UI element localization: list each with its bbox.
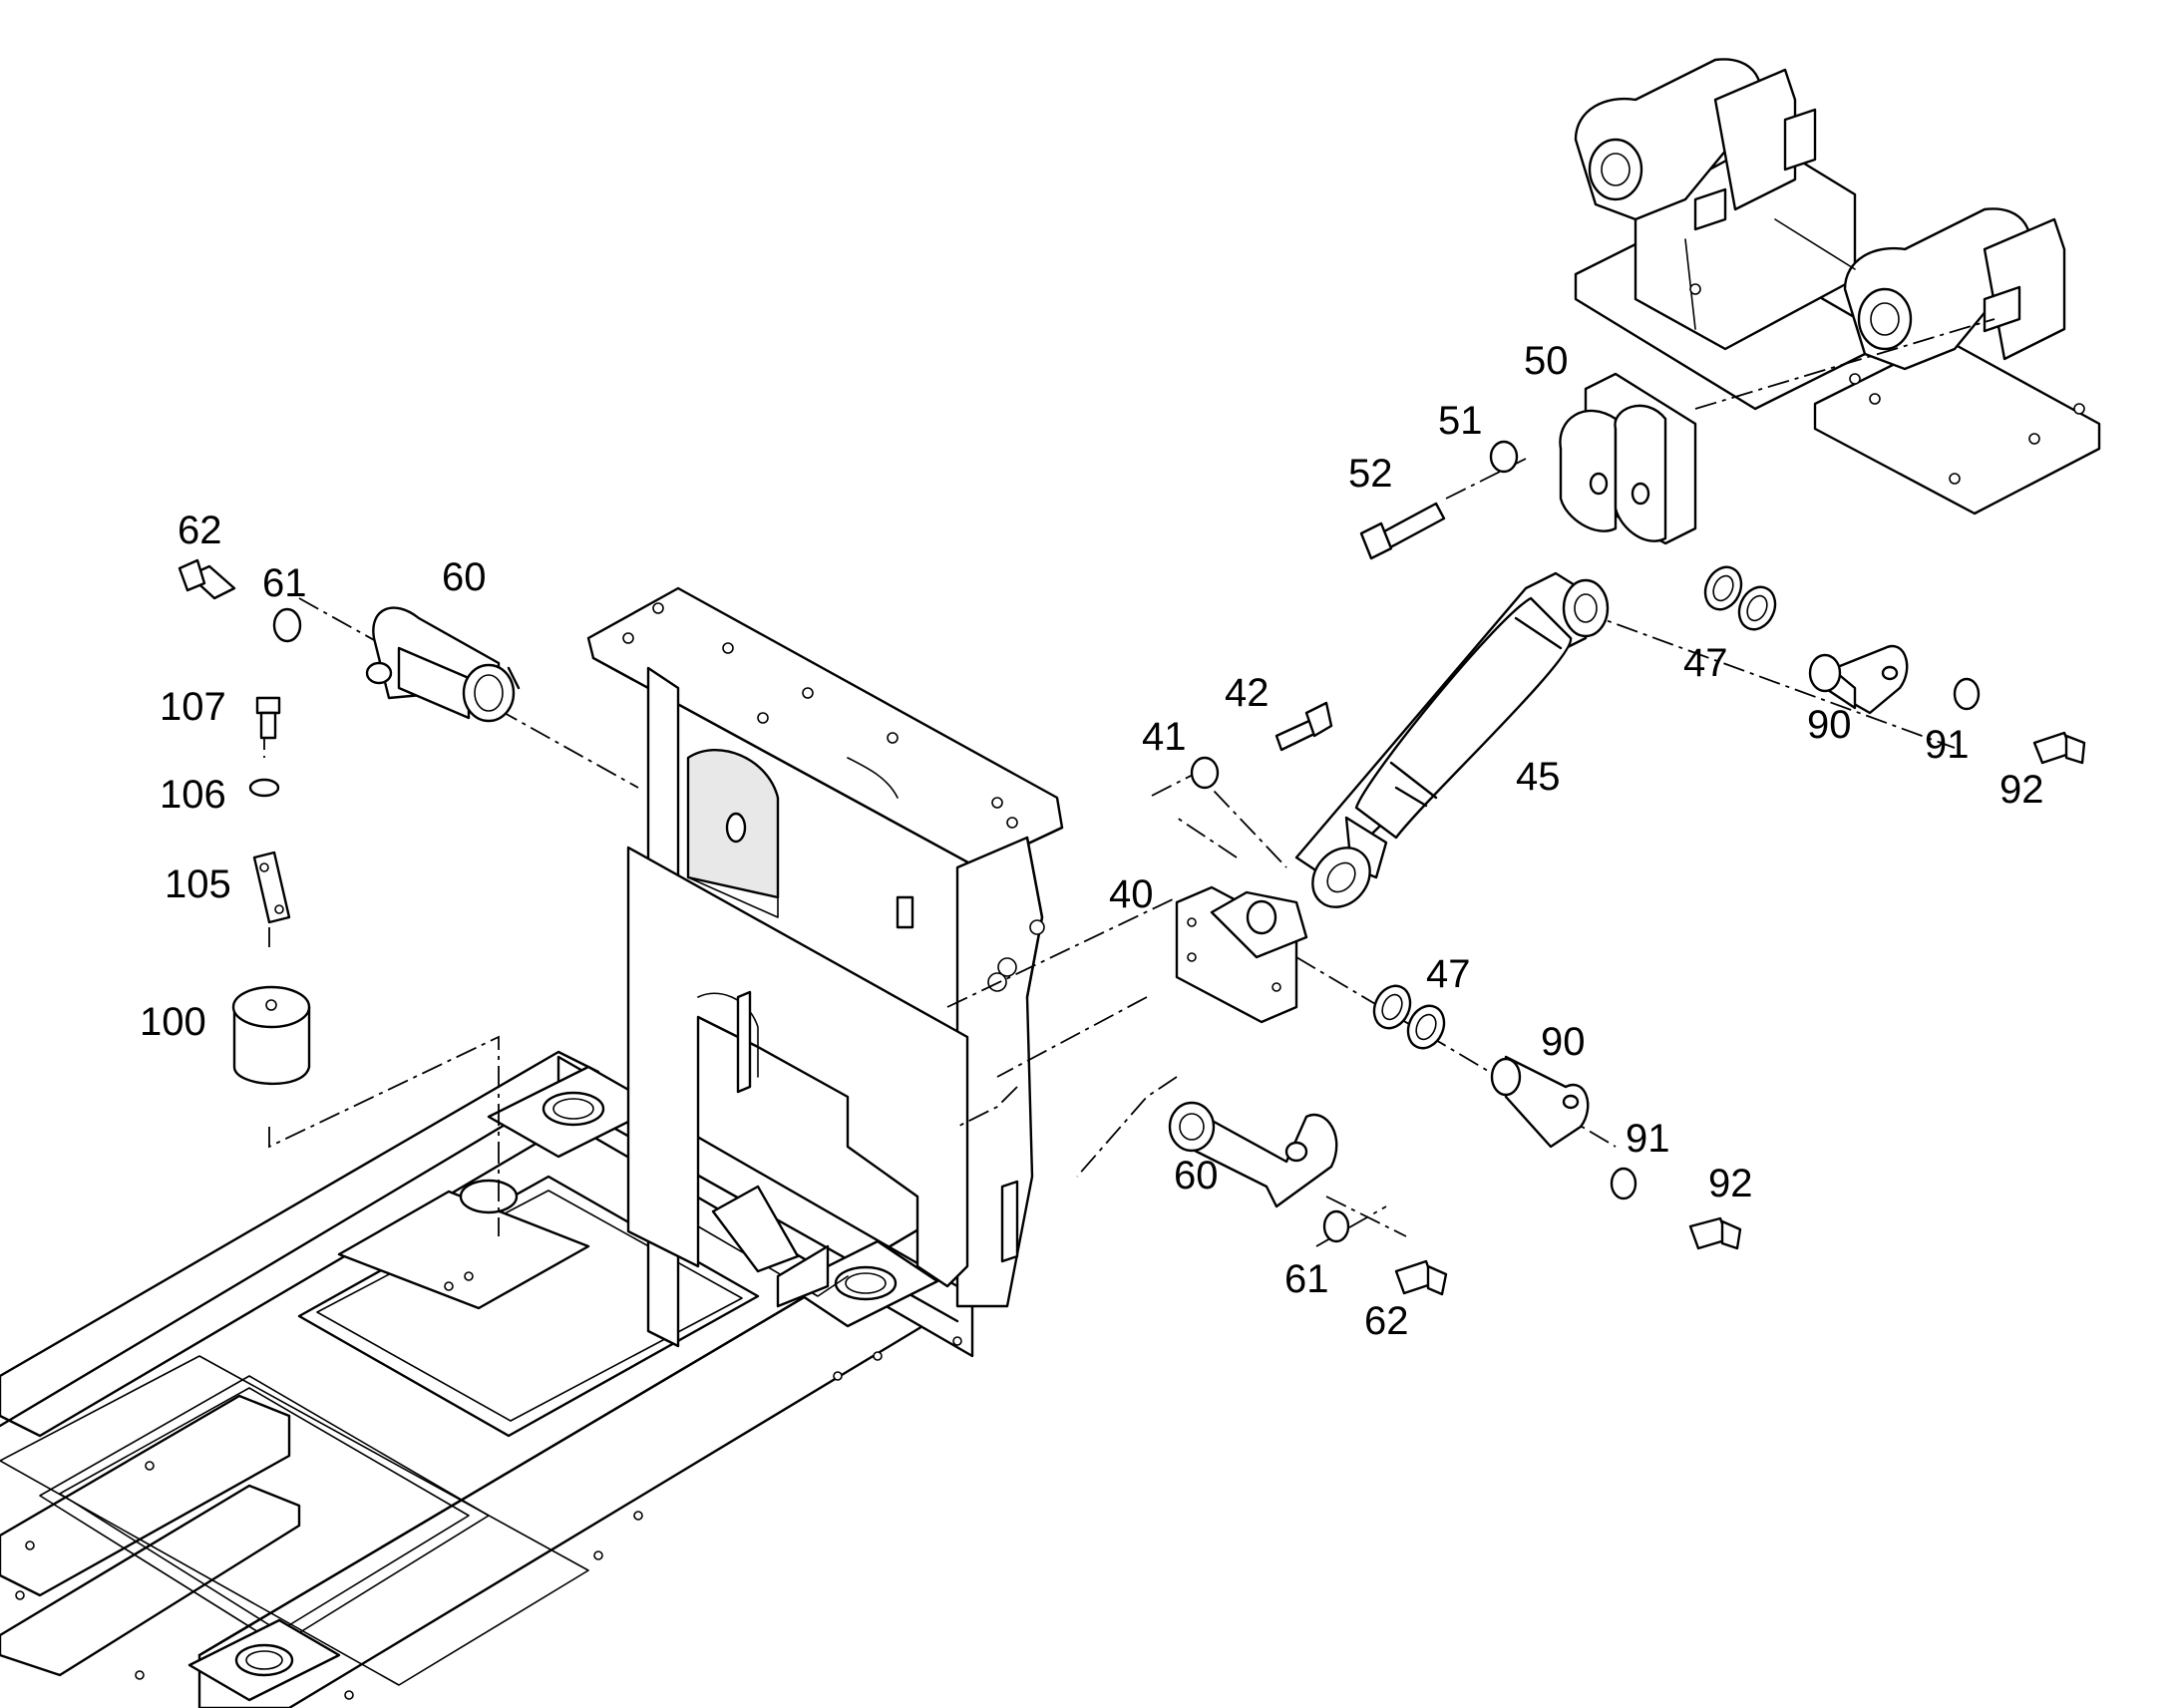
rubber-mount xyxy=(231,985,311,1086)
callout-labels: 62 61 60 107 106 105 100 52 51 50 47 45 … xyxy=(140,339,2044,1343)
callout-47: 47 xyxy=(1683,641,1728,685)
clevis-bracket xyxy=(1559,372,1697,545)
callout-60: 60 xyxy=(442,555,487,599)
seal-pair xyxy=(1703,565,1777,631)
retaining-pin xyxy=(1490,1055,1590,1149)
pivot-pin xyxy=(365,606,521,723)
mounting-bracket xyxy=(1175,885,1308,1024)
callout-92: 92 xyxy=(1999,768,2044,812)
washer xyxy=(1610,1167,1637,1200)
callout-50: 50 xyxy=(1524,339,1569,383)
bolt xyxy=(255,696,281,740)
callout-40: 40 xyxy=(1109,872,1154,916)
mount-pad xyxy=(786,1239,939,1328)
mount-pad xyxy=(187,1618,341,1702)
main-frame xyxy=(0,1050,974,1708)
washer xyxy=(272,607,302,643)
callout-47: 47 xyxy=(1426,952,1471,996)
callout-52: 52 xyxy=(1348,452,1393,496)
callout-100: 100 xyxy=(140,1000,206,1044)
callout-60: 60 xyxy=(1174,1154,1219,1197)
callout-62: 62 xyxy=(1364,1299,1409,1343)
callout-91: 91 xyxy=(1925,723,1970,767)
callout-51: 51 xyxy=(1438,399,1483,443)
upright-frame xyxy=(586,586,1064,1348)
callout-42: 42 xyxy=(1225,671,1270,715)
bolt xyxy=(1688,1216,1742,1250)
pivot-pin xyxy=(1168,1101,1338,1208)
bolt xyxy=(2032,731,2086,765)
callout-106: 106 xyxy=(160,773,226,817)
callout-62: 62 xyxy=(178,509,222,552)
callout-61: 61 xyxy=(1284,1257,1329,1301)
strap-plate xyxy=(252,851,291,924)
retaining-pin xyxy=(1808,644,1909,715)
washer xyxy=(1190,756,1220,790)
washer xyxy=(1953,677,1981,711)
callout-92: 92 xyxy=(1708,1162,1753,1205)
washer xyxy=(1322,1209,1350,1243)
callout-41: 41 xyxy=(1142,715,1187,759)
callout-105: 105 xyxy=(165,862,231,906)
callout-90: 90 xyxy=(1807,703,1852,747)
callout-91: 91 xyxy=(1626,1117,1670,1161)
callout-61: 61 xyxy=(262,561,307,605)
washer xyxy=(1489,440,1519,474)
seal-pair xyxy=(1372,984,1446,1050)
callout-90: 90 xyxy=(1541,1020,1586,1064)
bolt xyxy=(1359,502,1446,560)
hydraulic-cylinder xyxy=(1294,571,1610,908)
bolt xyxy=(1394,1259,1448,1296)
callout-45: 45 xyxy=(1516,755,1561,799)
bolt xyxy=(1274,701,1333,752)
mount-pad xyxy=(487,1065,660,1159)
bolt xyxy=(178,558,236,600)
pivot-bracket xyxy=(1574,58,2101,515)
callout-107: 107 xyxy=(160,685,226,729)
washer xyxy=(248,778,280,798)
